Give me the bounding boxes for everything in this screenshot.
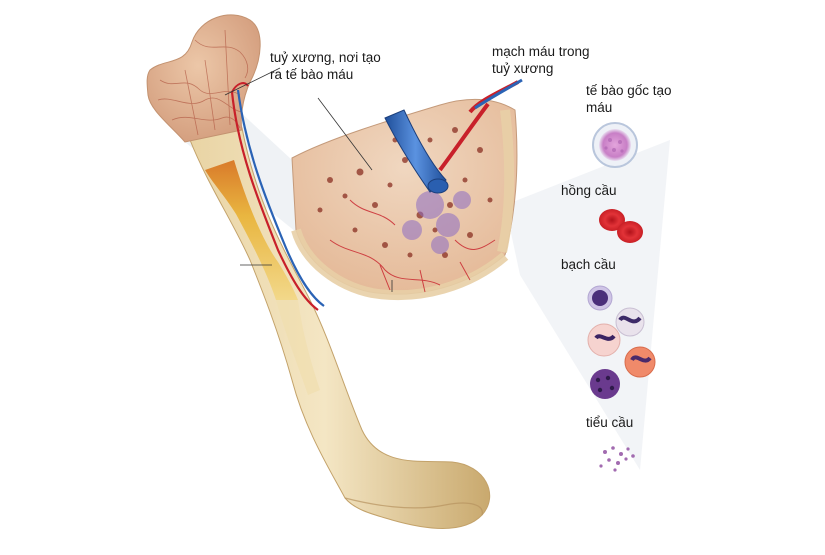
label-bone-marrow: tuỷ xương, nơi tạo ra tế bào máu	[270, 50, 381, 82]
red-blood-cells	[599, 209, 643, 243]
marrow-vein	[384, 109, 447, 193]
stem-cell	[592, 122, 638, 168]
bone-vein	[236, 89, 325, 307]
platelets	[599, 446, 635, 472]
femur-head	[146, 14, 261, 143]
capillary-network	[329, 199, 496, 293]
hematopoietic-cluster	[402, 191, 471, 254]
marrow-pores	[317, 127, 493, 258]
label-red-blood-cells: hồng cầu	[561, 183, 617, 198]
femur-bone	[146, 14, 491, 529]
marrow-cavity	[205, 160, 298, 300]
bone-artery	[230, 91, 319, 311]
label-marrow-vessels: mạch máu trong tuỷ xương	[492, 44, 590, 76]
label-platelets: tiểu cầu	[586, 415, 634, 430]
spongy-bone-texture	[157, 29, 249, 136]
label-white-blood-cells: bạch cầu	[561, 257, 616, 272]
leader-lines	[224, 67, 393, 292]
white-blood-cells	[587, 285, 656, 399]
marrow-cross-section	[291, 78, 523, 301]
label-stem-cell: tế bào gốc tạo máu	[586, 83, 672, 115]
